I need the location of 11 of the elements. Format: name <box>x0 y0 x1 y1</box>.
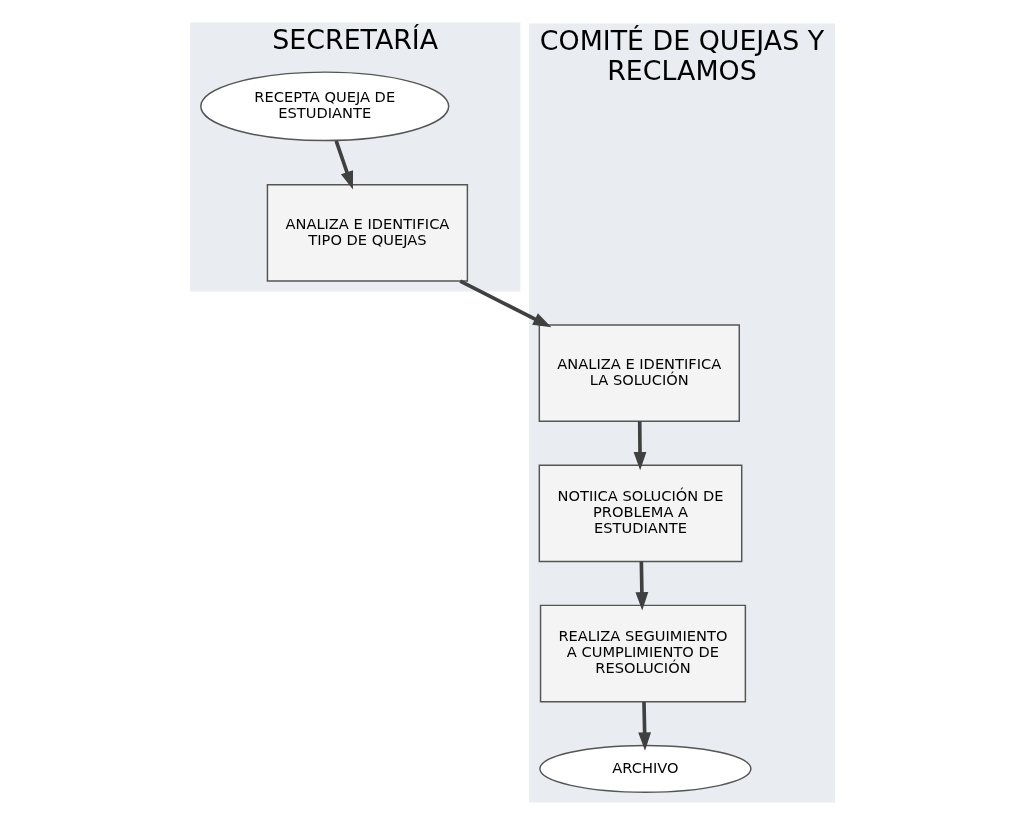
arrow <box>633 421 647 471</box>
arrow <box>638 701 652 751</box>
arrow <box>459 279 552 328</box>
node-box: ANALIZA E IDENTIFICA TIPO DE QUEJAS <box>266 184 469 282</box>
node-box: NOTIICA SOLUCIÓN DE PROBLEMA A ESTUDIANTE <box>538 464 743 563</box>
node-ellipse: ARCHIVO <box>539 744 752 793</box>
node-box: ANALIZA E IDENTIFICA LA SOLUCIÓN <box>538 324 740 422</box>
node-box: REALIZA SEGUIMIENTO A CUMPLIMIENTO DE RESOLUCIÓN <box>539 604 747 703</box>
arrow <box>334 140 354 190</box>
node-ellipse: RECEPTA QUEJA DE ESTUDIANTE <box>200 71 450 142</box>
arrow <box>635 561 649 611</box>
